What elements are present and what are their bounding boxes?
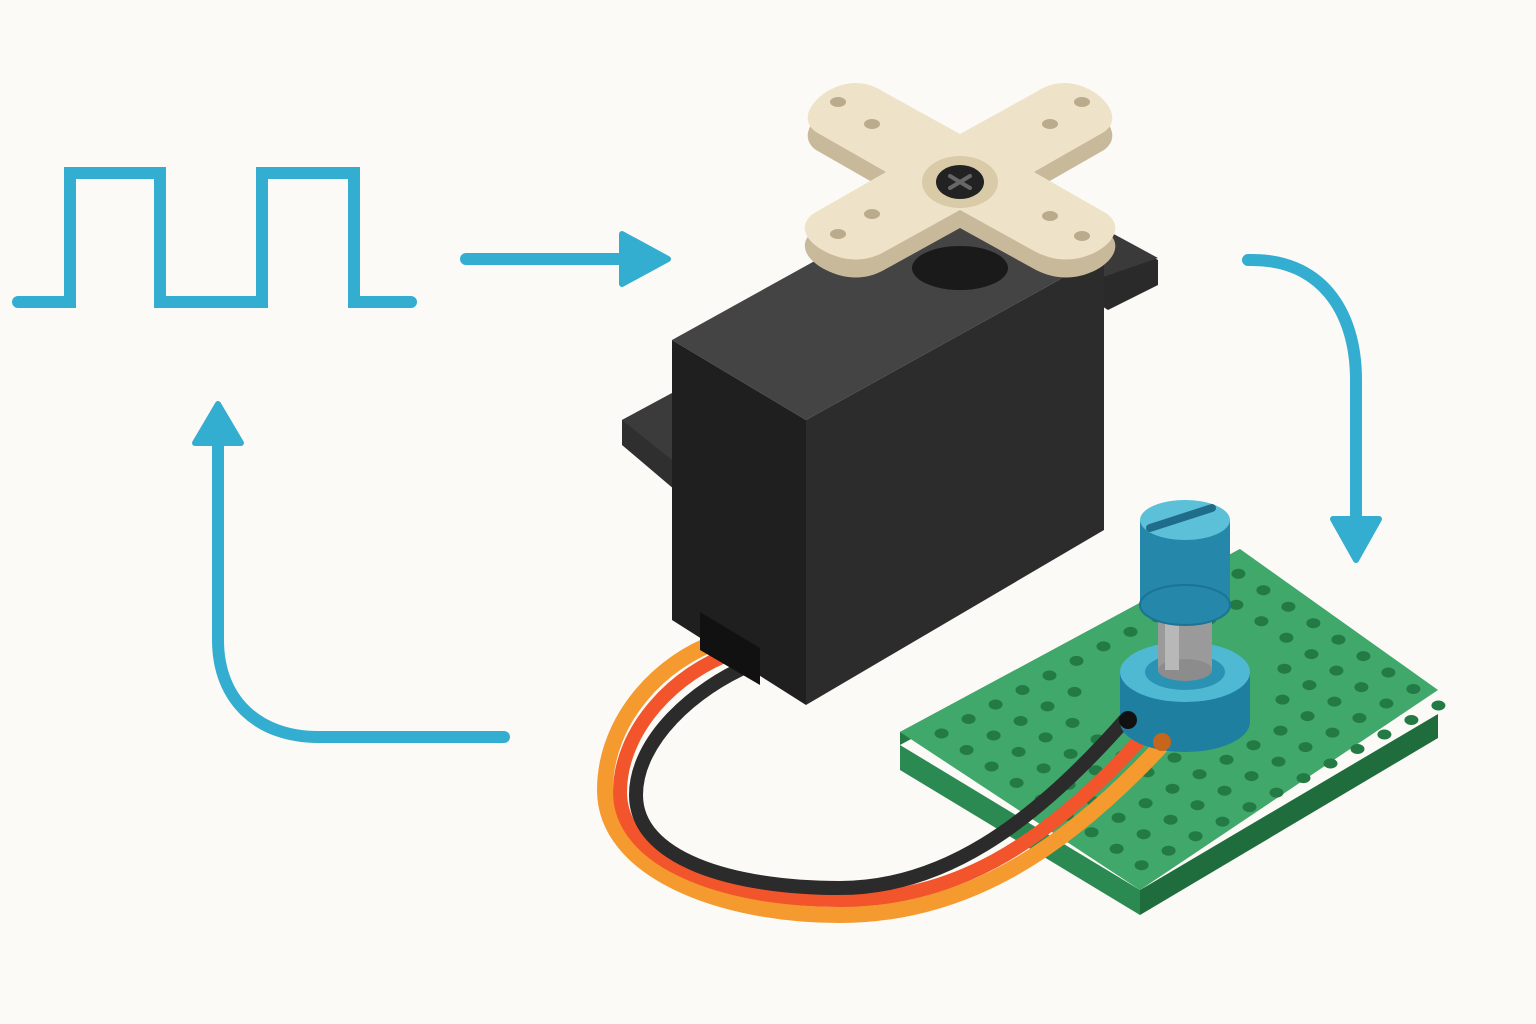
board-hole: [1404, 715, 1419, 725]
board-hole: [1256, 585, 1271, 596]
board-hole: [1138, 798, 1153, 809]
board-hole: [1254, 616, 1269, 627]
board-hole: [1065, 717, 1080, 728]
board-hole: [1323, 758, 1338, 769]
board-hole: [1300, 711, 1315, 722]
board-hole: [1269, 787, 1284, 798]
board-hole: [1296, 773, 1311, 784]
board-hole: [1273, 725, 1288, 736]
board-hole: [1215, 816, 1230, 827]
board-hole: [1277, 663, 1292, 674]
board-hole: [1231, 568, 1246, 579]
board-hole: [1350, 744, 1365, 754]
board-hole: [1009, 777, 1024, 788]
board-hole: [1352, 713, 1367, 723]
board-hole: [1377, 729, 1392, 740]
board-hole: [1040, 701, 1055, 712]
board-hole: [1302, 680, 1317, 691]
board-hole: [1161, 845, 1176, 856]
servo-wires: [596, 632, 1170, 924]
board-hole: [961, 714, 976, 724]
board-hole: [1275, 694, 1290, 705]
board-hole: [1219, 754, 1234, 765]
board-hole: [1084, 827, 1099, 838]
board-hole: [1298, 742, 1313, 753]
board-hole: [1244, 771, 1259, 782]
board-hole: [1242, 802, 1257, 813]
board-hole: [1067, 686, 1082, 697]
board-hole: [1325, 727, 1340, 738]
board-hole: [1134, 860, 1149, 871]
board-hole: [1123, 626, 1138, 637]
board-hole: [1136, 829, 1151, 840]
board-hole: [1406, 684, 1421, 694]
board-hole: [1331, 634, 1346, 645]
board-hole: [988, 699, 1003, 710]
board-hole: [1354, 682, 1369, 693]
board-hole: [1379, 698, 1394, 709]
signal-to-servo-arrow: [460, 231, 671, 287]
board-hole: [1306, 618, 1321, 629]
board-hole: [1304, 649, 1319, 660]
board-hole: [1431, 700, 1446, 711]
board-hole: [1063, 748, 1078, 759]
board-hole: [1042, 670, 1057, 681]
board-hole: [1356, 651, 1371, 662]
board-hole: [1281, 601, 1296, 612]
board-hole: [984, 761, 999, 772]
board-hole: [1271, 756, 1286, 767]
board-hole: [1381, 667, 1396, 678]
board-hole: [1246, 740, 1261, 751]
feedback-to-signal-arrow: [192, 401, 510, 743]
board-hole: [1109, 843, 1124, 854]
board-hole: [1192, 769, 1207, 780]
board-hole: [1165, 783, 1180, 794]
servo-to-potentiometer-arrow: [1242, 253, 1382, 563]
board-hole: [1279, 632, 1294, 643]
board-hole: [1329, 665, 1344, 676]
board-hole: [959, 745, 974, 755]
board-hole: [1188, 831, 1203, 842]
board-hole: [1038, 732, 1053, 743]
board-hole: [1167, 752, 1182, 763]
board-hole: [1163, 814, 1178, 825]
pwm-square-wave-icon: [12, 167, 417, 308]
board-hole: [1111, 812, 1126, 823]
board-hole: [986, 730, 1001, 741]
board-hole: [1069, 655, 1084, 666]
cross-horn-icon: [804, 83, 1116, 278]
board-hole: [934, 728, 949, 739]
potentiometer-icon: [1119, 500, 1250, 752]
board-hole: [1190, 800, 1205, 811]
board-hole: [1013, 716, 1028, 726]
board-hole: [1327, 696, 1342, 707]
board-hole: [1217, 785, 1232, 796]
board-hole: [1096, 641, 1111, 652]
board-hole: [1036, 763, 1051, 774]
board-hole: [1011, 746, 1026, 757]
board-hole: [1015, 685, 1030, 695]
board-hole: [1229, 599, 1244, 610]
